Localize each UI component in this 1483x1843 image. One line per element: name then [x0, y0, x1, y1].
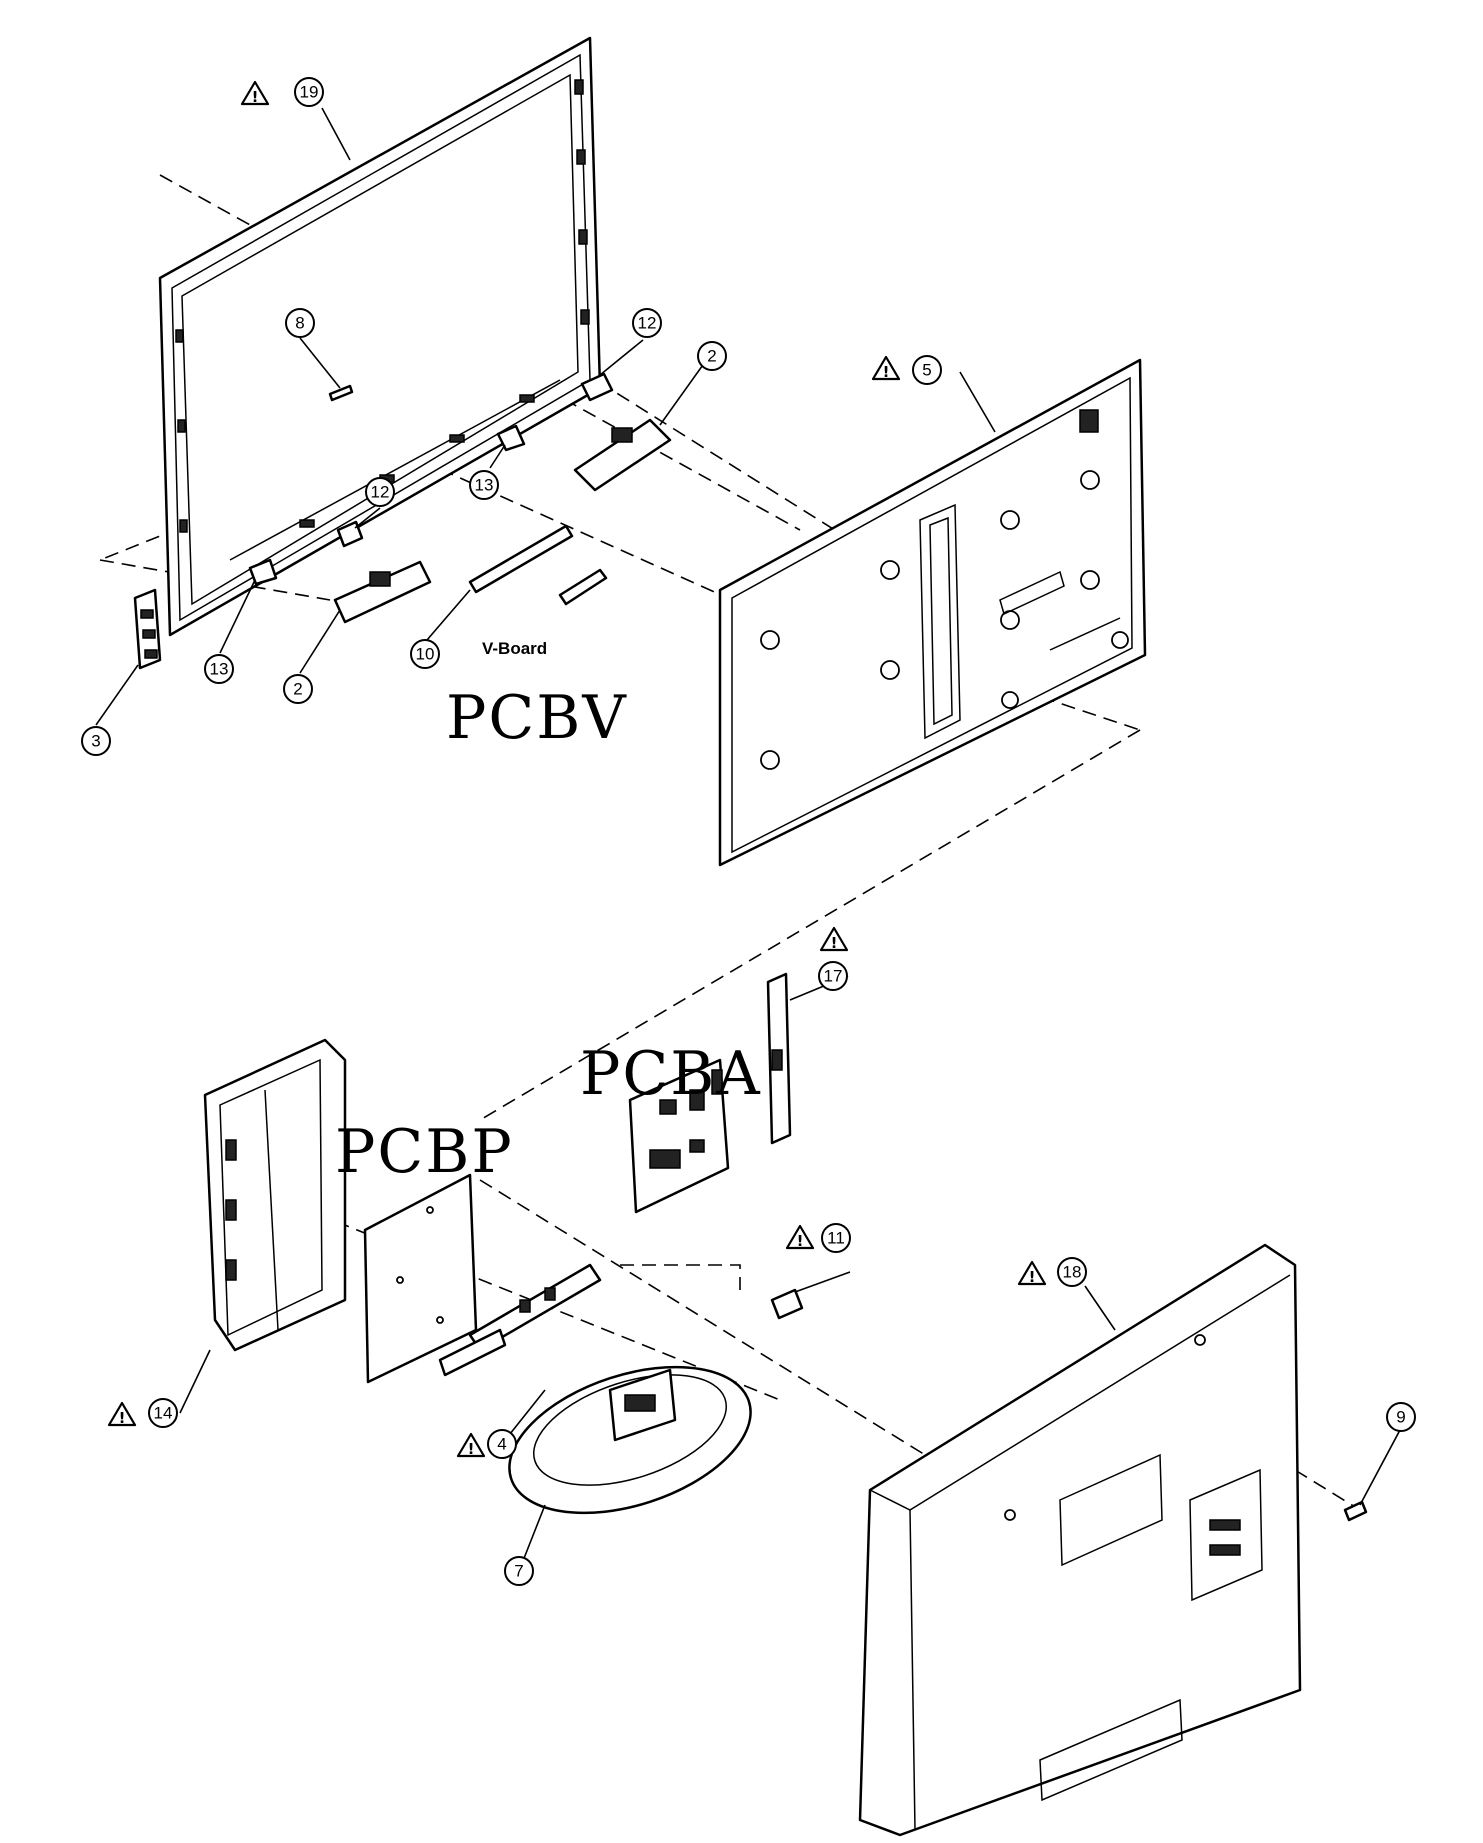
callout-19: 19 [294, 77, 324, 107]
stand-bracket-part-4 [438, 1263, 602, 1377]
callout-18: 18 [1057, 1257, 1087, 1287]
bracket-part-17 [766, 972, 792, 1145]
warning-icon: ! [1017, 1260, 1047, 1286]
cap-part-9 [1343, 1500, 1368, 1522]
svg-text:3: 3 [91, 732, 100, 751]
svg-text:10: 10 [416, 645, 435, 664]
v-board [558, 568, 608, 606]
callout-12: 12 [365, 477, 395, 507]
speaker-part-2-left [333, 560, 432, 624]
warning-icon: ! [819, 926, 849, 952]
front-bezel-part-19 [158, 36, 602, 637]
callout-7: 7 [504, 1556, 534, 1586]
callout-11: 11 [821, 1223, 851, 1253]
callout-17: 17 [818, 961, 848, 991]
clip-part-8 [328, 384, 354, 402]
svg-text:9: 9 [1396, 1408, 1405, 1427]
svg-text:17: 17 [824, 967, 843, 986]
warning-icon: ! [871, 355, 901, 381]
pcba-handwritten-label: PCBA [580, 1039, 762, 1109]
svg-text:!: ! [252, 88, 259, 106]
callout-8: 8 [285, 308, 315, 338]
stand-base-part-7 [508, 1365, 752, 1515]
rear-cover-part-18 [858, 1243, 1302, 1837]
callout-10: 10 [410, 639, 440, 669]
callout-2: 2 [697, 341, 727, 371]
callout-2: 2 [283, 674, 313, 704]
callout-12: 12 [632, 308, 662, 338]
main-board-pcba [628, 1058, 730, 1214]
svg-text:2: 2 [293, 680, 302, 699]
bracket-part-12-upper [580, 372, 614, 402]
callout-14: 14 [148, 1398, 178, 1428]
svg-text:18: 18 [1063, 1263, 1082, 1282]
svg-text:5: 5 [922, 361, 931, 380]
board-part-10 [468, 524, 574, 594]
callout-5: 5 [912, 355, 942, 385]
svg-text:12: 12 [638, 314, 657, 333]
power-board-pcbp [363, 1173, 478, 1384]
svg-text:13: 13 [210, 660, 229, 679]
warning-icon: ! [785, 1224, 815, 1250]
pcbv-handwritten-label: PCBV [446, 683, 628, 753]
stand-frame-part-14 [203, 1038, 347, 1352]
callout-4: 4 [487, 1429, 517, 1459]
svg-text:!: ! [1029, 1268, 1036, 1286]
svg-text:4: 4 [497, 1435, 506, 1454]
svg-text:11: 11 [827, 1229, 845, 1248]
bracket-part-13-middle [496, 424, 526, 452]
svg-text:7: 7 [514, 1562, 523, 1581]
warning-icon: ! [107, 1401, 137, 1427]
button-unit-part-3 [133, 588, 162, 670]
panel-chassis-part-5 [718, 358, 1147, 867]
callout-3: 3 [81, 726, 111, 756]
svg-text:19: 19 [300, 83, 319, 102]
svg-text:!: ! [797, 1232, 804, 1250]
speaker-part-2-right [573, 418, 672, 492]
svg-text:!: ! [831, 934, 838, 952]
svg-text:!: ! [468, 1440, 475, 1458]
pcbp-handwritten-label: PCBP [335, 1117, 514, 1187]
connector-part-11 [770, 1288, 804, 1320]
bracket-part-13-lower [248, 558, 278, 586]
svg-text:12: 12 [371, 483, 390, 502]
svg-text:8: 8 [295, 314, 304, 333]
warning-symbols: ! ! ! ! ! ! ! [107, 80, 1047, 1458]
callout-9: 9 [1386, 1402, 1416, 1432]
callout-13: 13 [204, 654, 234, 684]
v-board-label: V-Board [482, 639, 547, 658]
callouts: 19 8 12 2 13 12 13 2 [81, 77, 1416, 1586]
callout-13: 13 [469, 470, 499, 500]
svg-text:14: 14 [154, 1404, 173, 1423]
svg-text:2: 2 [707, 347, 716, 366]
svg-text:!: ! [883, 363, 890, 381]
svg-text:13: 13 [475, 476, 494, 495]
warning-icon: ! [456, 1432, 486, 1458]
svg-text:!: ! [119, 1409, 126, 1427]
warning-icon: ! [240, 80, 270, 106]
